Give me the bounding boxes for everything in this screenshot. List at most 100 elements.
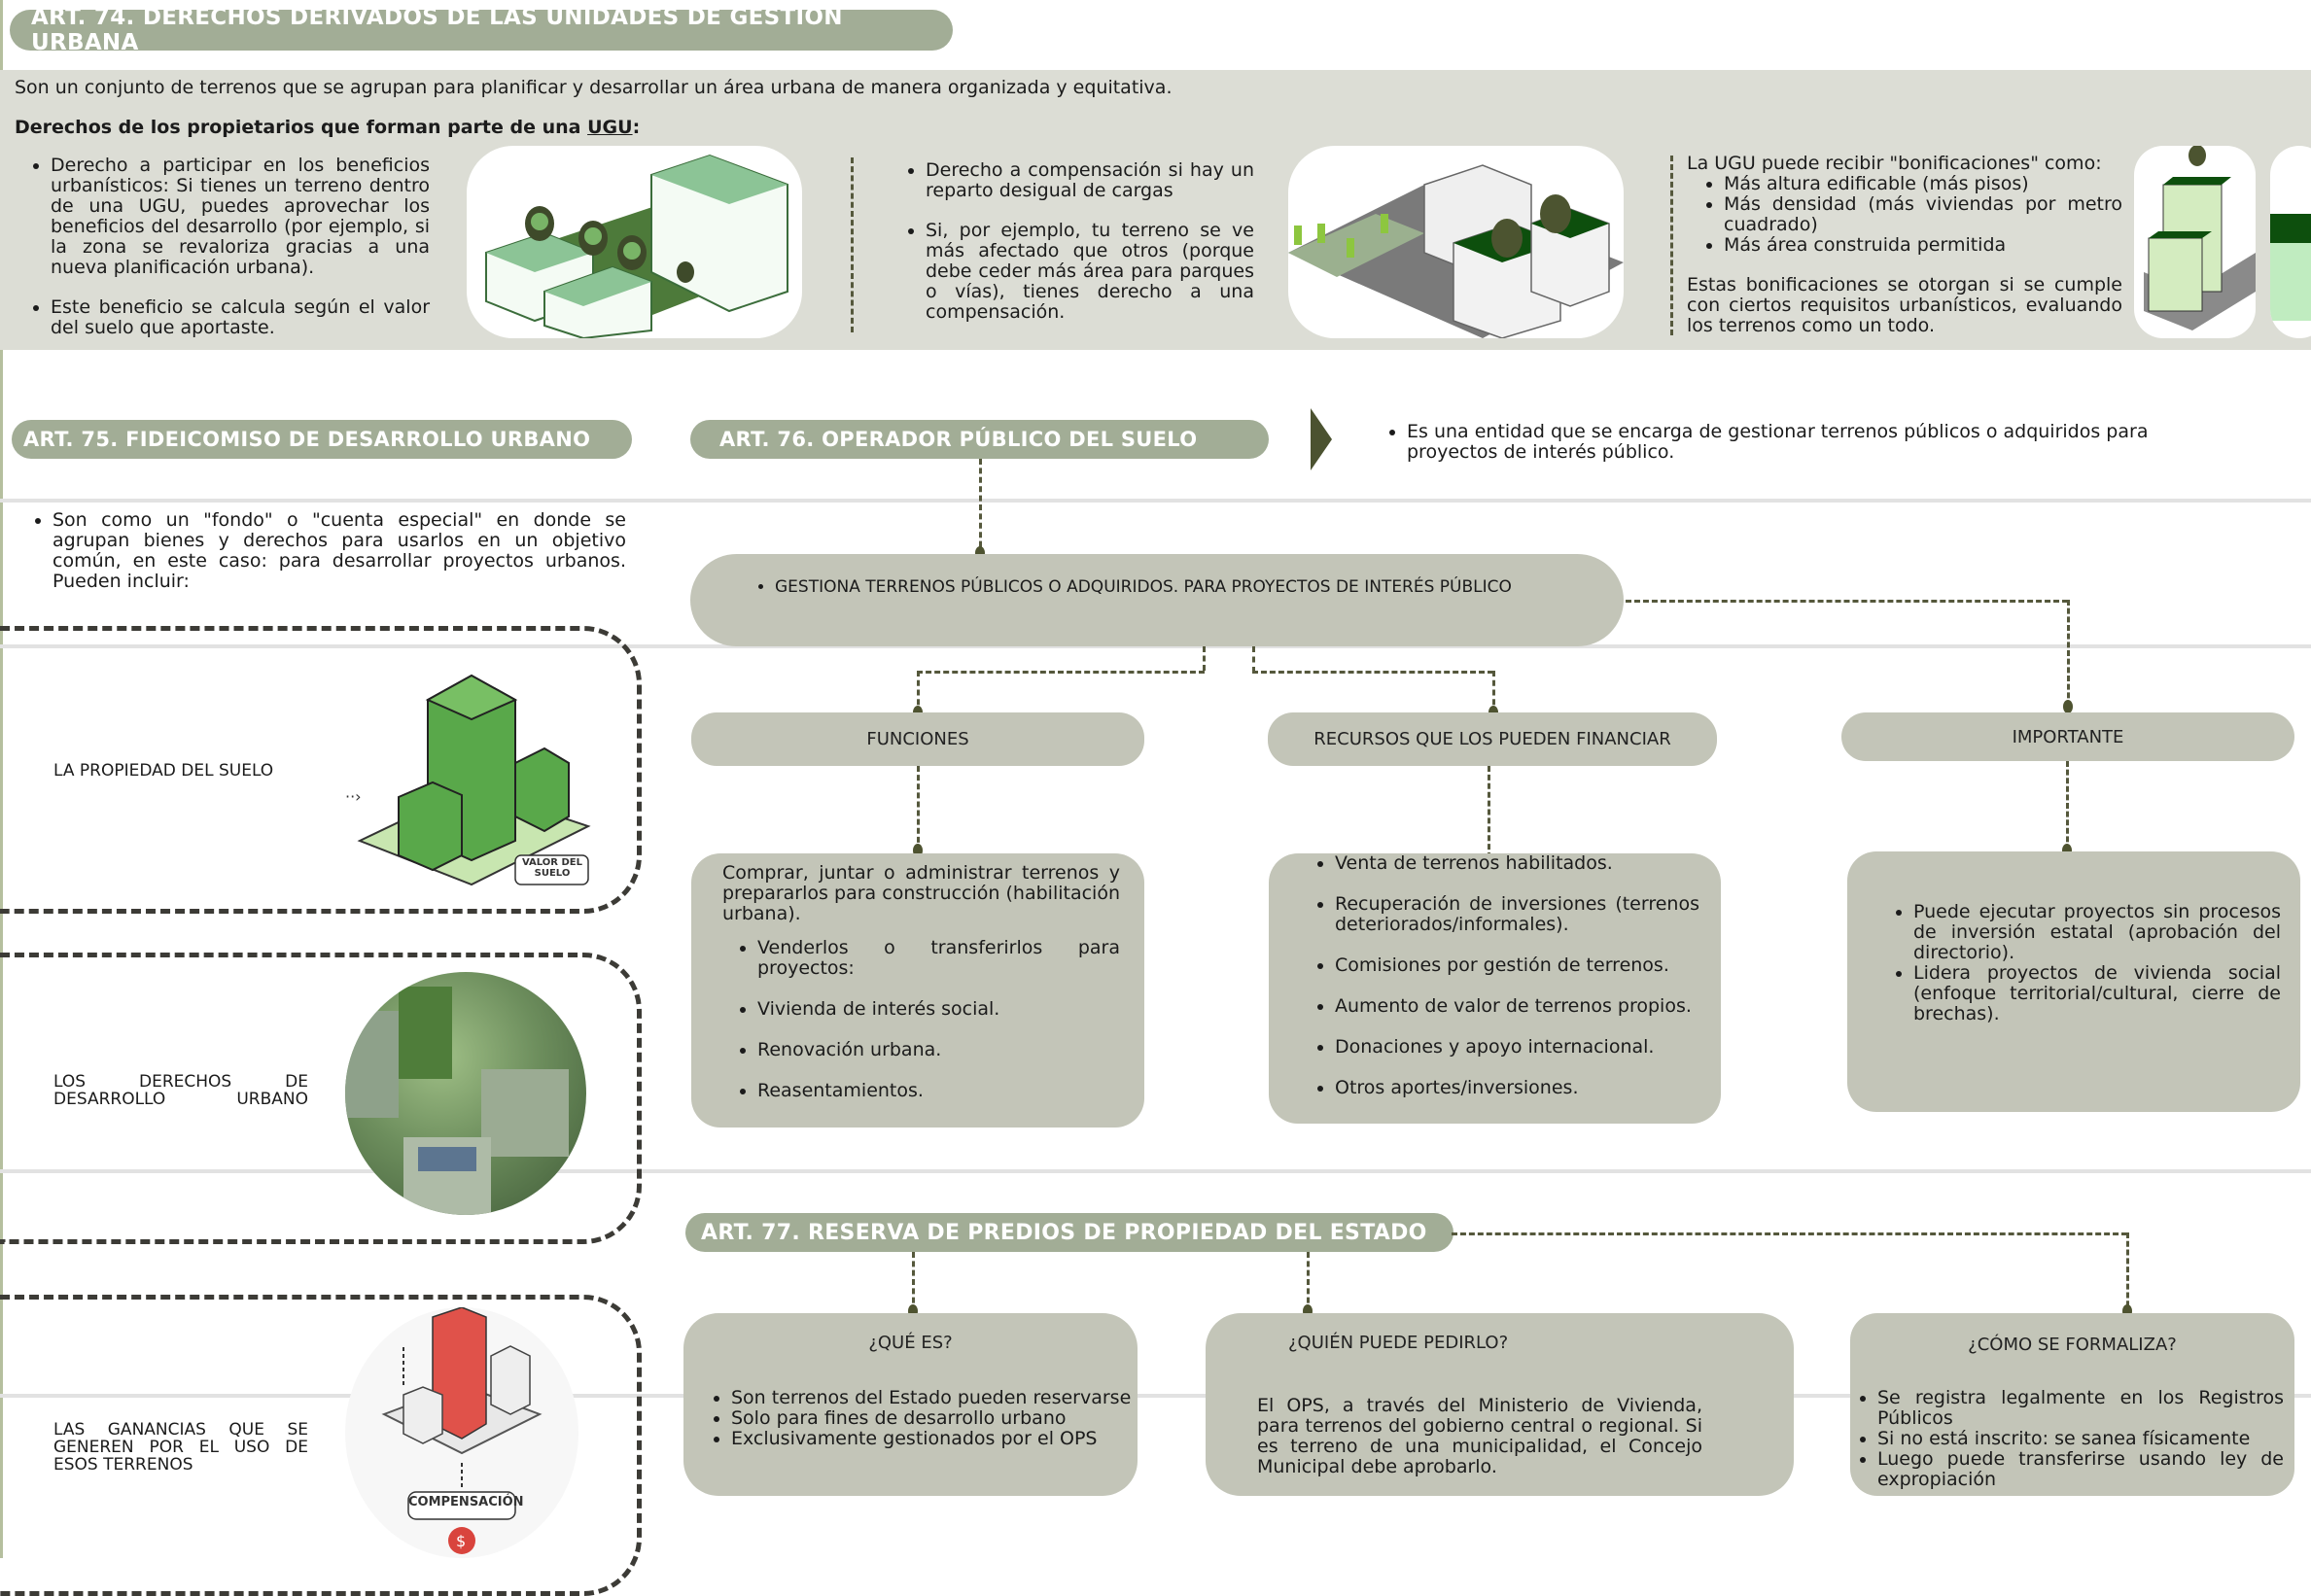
main-node-text: GESTIONA TERRENOS PÚBLICOS O ADQUIRIDOS.… [775,579,1551,596]
connector [917,671,1205,674]
recursos-item: Recuperación de inversiones (terrenos de… [1335,894,1699,935]
art76-title: ART. 76. OPERADOR PÚBLICO DEL SUELO [690,420,1269,459]
background-rule [0,1394,2311,1398]
importante-item: Lidera proyectos de vivienda social (enf… [1913,963,2281,1024]
recursos-item: Donaciones y apoyo internacional. [1335,1037,1699,1058]
connector [2126,1232,2129,1315]
funciones-item: Renovación urbana. [757,1040,1120,1060]
art76-definition-text: Es una entidad que se encarga de gestion… [1407,422,2222,463]
art76-main-node-text: GESTIONA TERRENOS PÚBLICOS O ADQUIRIDOS.… [763,579,1551,596]
art74-band [0,70,2311,350]
connector [1252,646,1255,673]
background-rule [0,499,2311,503]
art75-item-label: LA PROPIEDAD DEL SUELO [53,761,274,781]
ugu-buildings-illustration [467,146,802,338]
que-es-title: ¿QUÉ ES? [868,1333,953,1353]
art75-item-label: LAS GANANCIAS QUE SE GENEREN POR EL USO … [53,1420,308,1475]
como-formaliza-item: Luego puede transferirse usando ley de e… [1877,1449,2284,1490]
art74-col3-item: Más densidad (más viviendas por metro cu… [1724,194,2122,235]
art75-title: ART. 75. FIDEICOMISO DE DESARROLLO URBAN… [12,420,632,459]
como-formaliza-box: ¿CÓMO SE FORMALIZA? Se registra legalmen… [1850,1313,2294,1496]
background-rule [0,644,2311,648]
funciones-item: Venderlos o transferirlos para proyectos… [757,938,1120,979]
svg-text:··›: ··› [345,787,362,806]
importante-item: Puede ejecutar proyectos sin procesos de… [1913,902,2281,963]
connector-dot [908,1304,918,1318]
art74-col1: Derecho a participar en los beneficios u… [29,156,430,338]
green-building-icon: ··› [345,671,598,889]
quien-puede-title: ¿QUIÉN PUEDE PEDIRLO? [1288,1333,1509,1353]
background-rule [0,1169,2311,1173]
arrow-right-icon [1311,408,1332,470]
connector-dot [2122,1304,2132,1318]
art74-col3-item: Más altura edificable (más pisos) [1724,174,2122,194]
que-es-item: Solo para fines de desarrollo urbano [731,1408,1131,1429]
funciones-lead: Comprar, juntar o administrar terrenos y… [722,862,1120,924]
red-building-icon: $ [345,1306,578,1558]
rights-heading-prefix: Derechos de los propietarios que forman … [15,117,588,138]
ugu-link[interactable]: UGU [587,117,633,138]
art74-title: ART. 74. DERECHOS DERIVADOS DE LAS UNIDA… [10,5,953,55]
art74-col3: La UGU puede recibir "bonificaciones" co… [1687,154,2122,336]
art74-col1-item: Derecho a participar en los beneficios u… [51,156,430,278]
art74-col2-item: Si, por ejemplo, tu terreno se ve más af… [926,221,1254,323]
divider-line [851,157,854,332]
art76-main-node [690,554,1624,646]
connector-dot [913,844,923,857]
art74-rights-heading: Derechos de los propietarios que forman … [15,118,640,138]
art77-title: ART. 77. RESERVA DE PREDIOS DE PROPIEDAD… [685,1213,1453,1252]
connector-dot [1303,1304,1313,1318]
connector-dot [2062,844,2072,857]
valor-del-suelo-badge: VALOR DEL SUELO [521,857,582,879]
branch-title: RECURSOS QUE LOS PUEDEN FINANCIAR [1313,729,1671,749]
art74-col3-lead: La UGU puede recibir "bonificaciones" co… [1687,153,2102,174]
rights-heading-suffix: : [632,117,641,138]
que-es-item: Exclusivamente gestionados por el OPS [731,1429,1131,1449]
branch-funciones: FUNCIONES [691,712,1144,766]
connector [917,766,920,851]
connector [1488,766,1490,858]
green-city-photo [345,972,586,1215]
que-es-box: ¿QUÉ ES? Son terrenos del Estado pueden … [683,1313,1138,1496]
art76-definition: Es una entidad que se encarga de gestion… [1385,422,2222,463]
recursos-item: Otros aportes/inversiones. [1335,1078,1699,1098]
connector [2067,600,2070,707]
art74-intro: Son un conjunto de terrenos que se agrup… [15,77,1173,98]
item-frame [0,626,642,914]
connector [1452,1232,2127,1235]
como-formaliza-title: ¿CÓMO SE FORMALIZA? [1968,1335,2177,1355]
connector [2066,761,2069,850]
connector [1252,671,1493,674]
art74-col3-footer: Estas bonificaciones se otorgan si se cu… [1687,274,2122,336]
left-accent-bar [0,0,3,1558]
compensacion-badge: COMPENSACIÓN [408,1495,524,1509]
quien-puede-text: El OPS, a través del Ministerio de Vivie… [1257,1395,1702,1477]
quien-puede-box: ¿QUIÉN PUEDE PEDIRLO? El OPS, a través d… [1206,1313,1794,1496]
branch-importante: IMPORTANTE [1841,712,2294,761]
connector [1626,600,2068,603]
importante-box: Puede ejecutar proyectos sin procesos de… [1847,851,2300,1112]
recursos-item: Venta de terrenos habilitados. [1335,853,1699,874]
art74-col2: Derecho a compensación si hay un reparto… [904,160,1254,323]
compensation-street-illustration [1288,146,1624,338]
connector-dot [975,546,985,560]
connector [979,459,982,556]
recursos-item: Aumento de valor de terrenos propios. [1335,996,1699,1017]
funciones-box: Comprar, juntar o administrar terrenos y… [691,853,1144,1128]
art75-description-text: Son como un "fondo" o "cuenta especial" … [53,510,626,592]
art75-item-label: LOS DERECHOS DE DESARROLLO URBANO [53,1072,308,1109]
recursos-box: Venta de terrenos habilitados. Recuperac… [1269,853,1721,1124]
funciones-item: Vivienda de interés social. [757,999,1120,1020]
connector [1203,646,1206,671]
art74-col1-item: Este beneficio se calcula según el valor… [51,297,430,338]
como-formaliza-item: Si no está inscrito: se sanea físicament… [1877,1429,2284,1449]
funciones-item: Reasentamientos. [757,1081,1120,1101]
bonus-building-illustration-2 [2270,146,2311,338]
divider-line [1670,156,1673,335]
connector [1492,671,1495,714]
connector [912,1252,915,1312]
item-frame [0,953,642,1244]
branch-recursos: RECURSOS QUE LOS PUEDEN FINANCIAR [1268,712,1717,766]
branch-title: IMPORTANTE [2012,726,2124,747]
recursos-item: Comisiones por gestión de terrenos. [1335,955,1699,976]
